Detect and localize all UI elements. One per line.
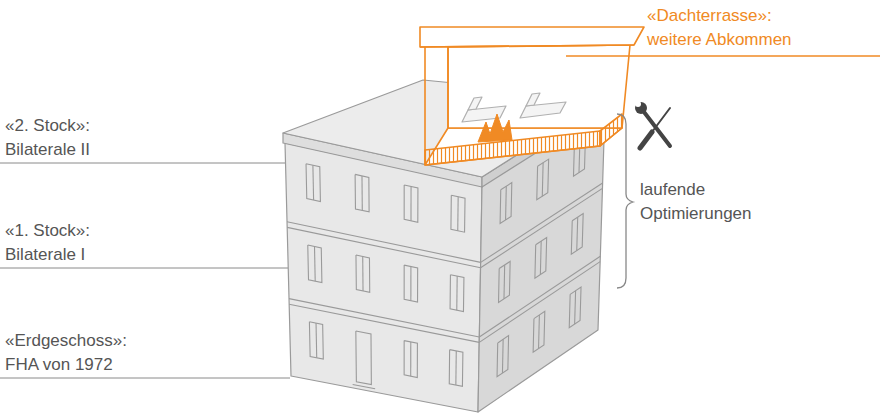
bracket-label: laufende Optimierungen xyxy=(640,178,765,226)
bracket xyxy=(617,114,633,288)
terrace-label: «Dachterrasse»: weitere Abkommen xyxy=(647,4,817,52)
floor-label: «Erdgeschoss»: FHA von 1972 xyxy=(5,329,145,377)
roof-terrace xyxy=(420,27,644,165)
windows xyxy=(287,136,603,389)
floor-label: «2. Stock»: Bilaterale II xyxy=(5,114,130,162)
floor-label: «1. Stock»: Bilaterale I xyxy=(5,219,130,267)
tools-icon xyxy=(635,101,670,148)
leader-line xyxy=(566,55,880,56)
leader-lines xyxy=(0,163,290,378)
